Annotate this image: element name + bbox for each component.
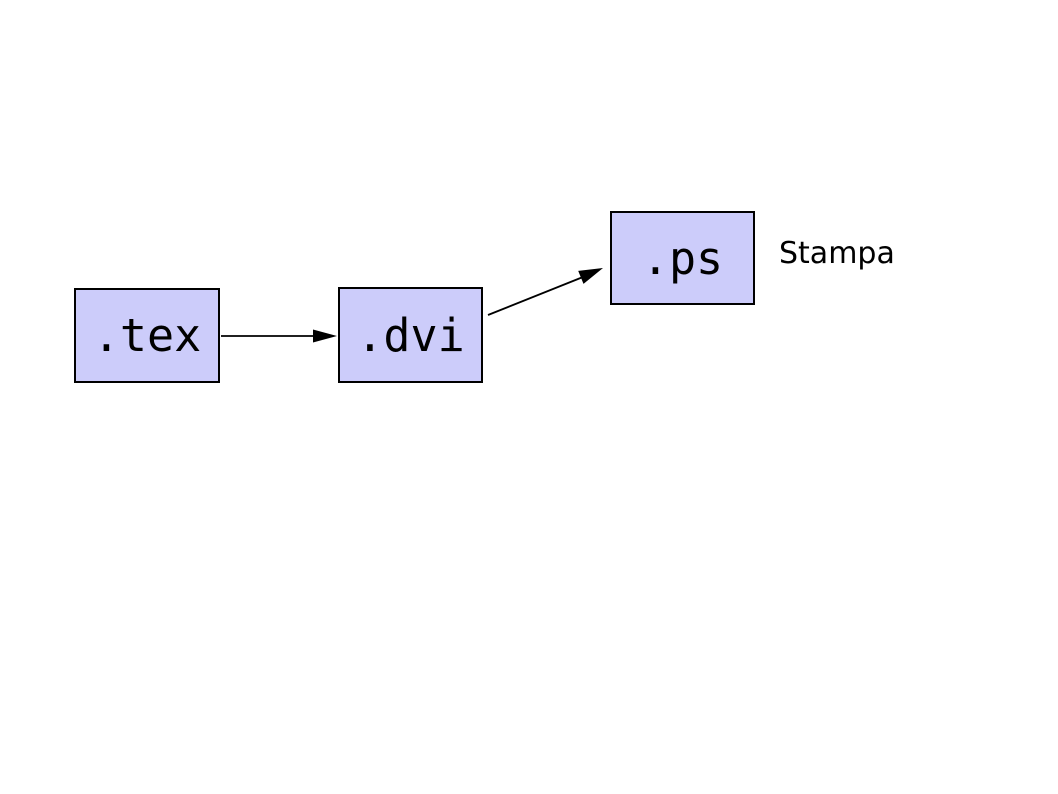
arrow-dvi-to-ps bbox=[487, 268, 603, 316]
arrow-tex-to-dvi bbox=[221, 329, 337, 343]
stampa-label: Stampa bbox=[779, 236, 895, 271]
node-tex-label: .tex bbox=[92, 309, 202, 362]
node-dvi[interactable]: .dvi bbox=[338, 287, 483, 383]
node-ps-label: .ps bbox=[641, 231, 724, 285]
node-dvi-label: .dvi bbox=[356, 308, 465, 362]
node-tex[interactable]: .tex bbox=[74, 288, 220, 383]
node-ps[interactable]: .ps bbox=[610, 211, 755, 305]
